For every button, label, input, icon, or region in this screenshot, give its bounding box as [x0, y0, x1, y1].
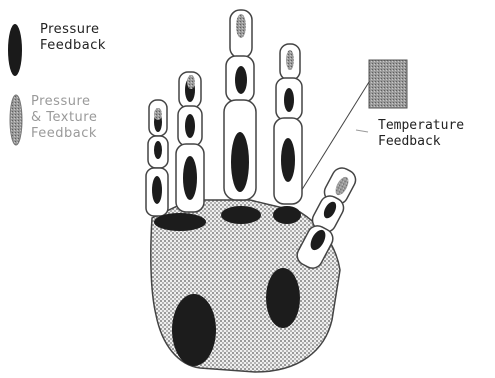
temperature-label: Temperature Feedback [378, 118, 464, 150]
pressure-texture-label-line2: & Texture [31, 110, 97, 126]
texture-legend-icon [10, 95, 22, 145]
pressure-texture-label-line1: Pressure [31, 94, 97, 110]
temperature-label-line2: Feedback [378, 134, 464, 150]
pressure-texture-label-line3: Feedback [31, 126, 97, 142]
temperature-label-line1: Temperature [378, 118, 464, 134]
pressure-label-line1: Pressure [40, 22, 106, 38]
pressure-label: Pressure Feedback [40, 22, 106, 54]
pressure-texture-label: Pressure & Texture Feedback [31, 94, 97, 142]
pressure-legend-icon [8, 24, 22, 76]
temperature-pointer-line [356, 130, 368, 132]
pressure-label-line2: Feedback [40, 38, 106, 54]
temperature-pad-icon [369, 60, 407, 108]
